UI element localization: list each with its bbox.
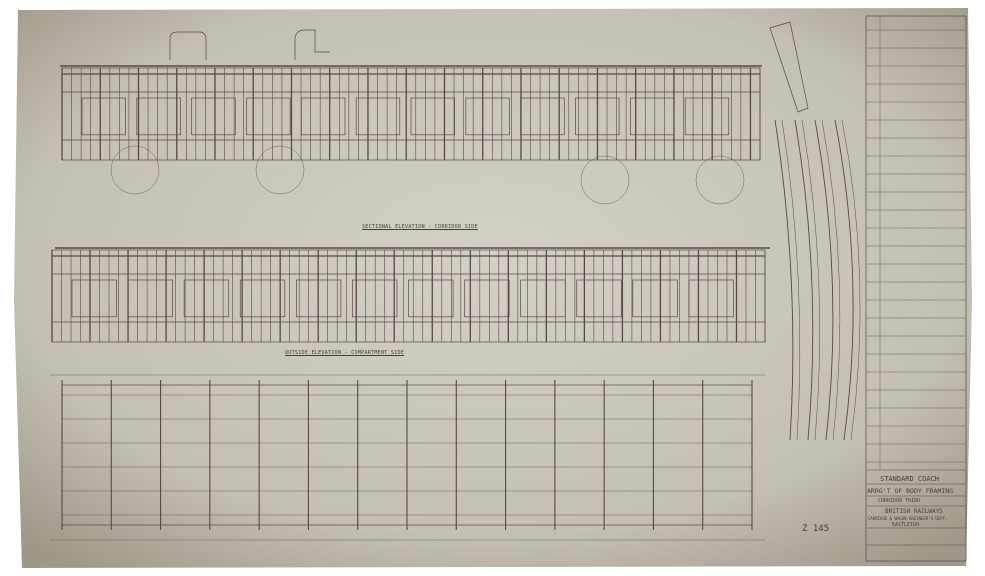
lower-elevation-window-frame [352,279,398,318]
title-line-4: BRITISH RAILWAYS [885,508,943,515]
title-line-5: CARRIAGE & WAGON ENGINEER'S DEPT. [868,516,948,521]
profile-curve [774,119,794,441]
upper-elevation-window-frame [191,97,236,136]
lower-elevation-window-frame [464,279,510,318]
upper-elevation-window-frame [136,97,181,136]
upper-elevation-window-frame [246,97,291,136]
lower-elevation-window-frame [71,279,117,318]
lower-elevation-window-frame [127,279,173,318]
upper-elevation-window-frame [81,97,126,136]
title-block-frame [865,15,967,562]
lower-elevation-window-frame [408,279,454,318]
lower-elevation-window-frame [688,279,734,318]
view-label-upper: SECTIONAL ELEVATION - CORRIDOR SIDE [362,224,478,230]
profile-curve [781,119,801,441]
lower-elevation-window-frame [632,279,678,318]
bogie-wheel-outline [695,155,745,205]
title-line-1: STANDARD COACH [880,475,940,483]
upper-elevation-window-frame [465,97,510,136]
upper-elevation-window-frame [410,97,455,136]
view-label-lower: OUTSIDE ELEVATION - COMPARTMENT SIDE [285,350,405,356]
upper-elevation-window-frame [520,97,565,136]
drawing-number: Z 145 [802,524,830,534]
profile-curve [834,119,854,441]
title-line-6: EASTLEIGH [892,522,920,528]
title-line-2: ARRG'T OF BODY FRAMING [867,487,954,495]
bogie-wheel-outline [110,145,160,195]
profile-curve [841,119,861,441]
lower-elevation-window-frame [295,279,342,318]
pillar-profile [769,21,809,113]
lower-elevation-window-frame [239,279,286,318]
profile-curve [794,119,814,441]
upper-elevation-window-frame [629,97,675,136]
lower-elevation-window-frame [576,279,622,318]
upper-elevation-window-frame [355,97,401,136]
roof-section-sketch [169,31,207,60]
upper-elevation-window-frame [684,97,730,136]
upper-elevation-window-frame [575,97,620,136]
profile-curve [814,119,834,441]
profile-curve [821,119,841,441]
bogie-wheel-outline [580,155,630,205]
upper-elevation-window-frame [300,97,346,136]
roof-section-sketch [294,29,330,60]
lower-elevation-window-frame [520,279,566,318]
lower-elevation-window-frame [183,279,230,318]
profile-curve [801,119,821,441]
bogie-wheel-outline [255,145,305,195]
title-line-3: CORRIDOR THIRD [878,498,921,504]
